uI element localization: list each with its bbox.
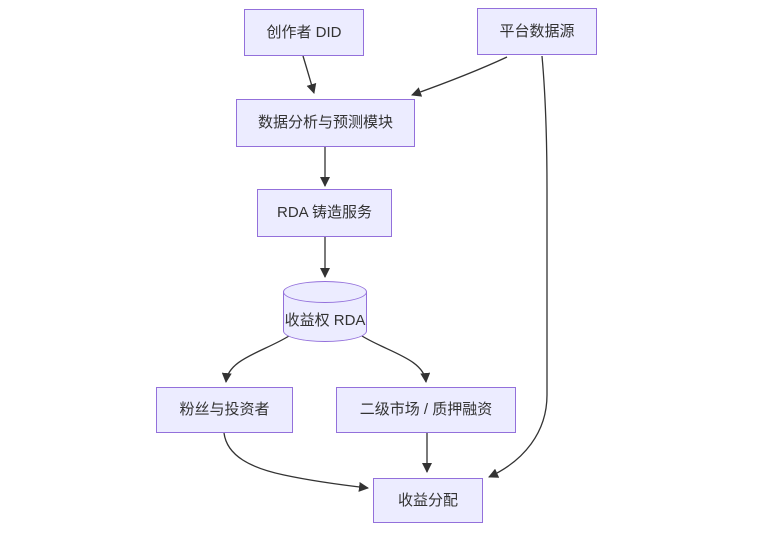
- node-revenue-rda-label: 收益权 RDA: [284, 312, 366, 329]
- node-revenue-distribution: 收益分配: [373, 478, 483, 523]
- node-fans-investors: 粉丝与投资者: [156, 387, 293, 433]
- edge-rda-to-fans: [221, 335, 290, 383]
- node-platform-data-source-label: 平台数据源: [499, 22, 575, 40]
- edge-fans-to-distribution: [223, 432, 369, 492]
- node-secondary-market: 二级市场 / 质押融资: [336, 387, 516, 433]
- node-rda-minting-service: RDA 铸造服务: [257, 189, 392, 237]
- node-creator-did-label: 创作者 DID: [266, 23, 342, 41]
- edge-creator-to-analysis: [302, 55, 317, 94]
- cylinder-top-ellipse: [283, 281, 367, 303]
- node-platform-data-source: 平台数据源: [477, 8, 597, 55]
- node-rda-minting-service-label: RDA 铸造服务: [276, 204, 372, 221]
- node-fans-investors-label: 粉丝与投资者: [179, 401, 270, 418]
- node-analysis-module-label: 数据分析与预测模块: [257, 114, 393, 131]
- node-creator-did: 创作者 DID: [244, 9, 364, 56]
- node-secondary-market-label: 二级市场 / 质押融资: [359, 401, 493, 418]
- node-revenue-rda: 收益权 RDA: [283, 281, 367, 342]
- edge-platform-to-analysis: [411, 56, 508, 97]
- node-revenue-distribution-label: 收益分配: [397, 491, 458, 509]
- node-analysis-module: 数据分析与预测模块: [236, 99, 415, 147]
- edge-rda-to-secondary: [361, 335, 431, 383]
